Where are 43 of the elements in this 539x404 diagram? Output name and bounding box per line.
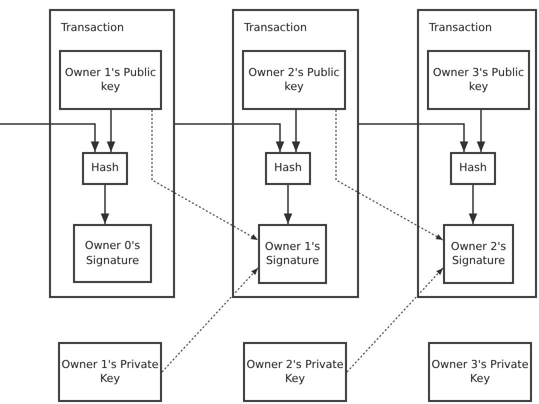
process-box	[73, 224, 152, 283]
arrow	[292, 110, 300, 152]
arrow	[0, 123, 100, 152]
process-box	[450, 152, 496, 185]
arrow	[476, 110, 486, 152]
dashed-arrow	[336, 110, 444, 240]
transaction-panel	[232, 9, 359, 298]
node-label: Owner 3's Private Key	[430, 358, 530, 386]
arrow	[284, 185, 292, 224]
process-box	[265, 152, 311, 185]
dashed-arrow	[346, 268, 444, 372]
arrow	[175, 123, 284, 152]
arrow	[359, 123, 468, 152]
node-label: Owner 3's Public key	[432, 66, 526, 94]
node-label: Hash	[459, 161, 487, 176]
transaction-panel	[49, 9, 175, 298]
dashed-arrow	[162, 268, 258, 372]
node-label: Owner 2's Signature	[450, 240, 508, 268]
node-label: Owner 1's Public key	[64, 66, 158, 94]
node-label: Owner 0's Signature	[84, 239, 142, 268]
node-label: Hash	[274, 161, 302, 176]
process-box	[258, 224, 327, 284]
process-box	[427, 50, 530, 110]
transaction-panel	[417, 9, 537, 298]
arrow	[468, 185, 478, 224]
process-box	[443, 224, 514, 284]
arrow	[100, 185, 110, 224]
node-label: Owner 2's Private Key	[245, 358, 344, 386]
process-box	[59, 50, 162, 110]
process-box	[243, 342, 347, 402]
process-box	[242, 50, 346, 110]
node-label: Owner 1's Signature	[264, 240, 322, 268]
panel-heading: Transaction	[429, 21, 492, 34]
panel-heading: Transaction	[244, 21, 307, 34]
arrow	[106, 110, 116, 152]
process-box	[428, 342, 532, 402]
node-label: Owner 2's Public key	[247, 66, 341, 94]
process-box	[58, 342, 162, 402]
dashed-arrow	[152, 110, 258, 240]
node-label: Hash	[91, 161, 119, 176]
node-label: Owner 1's Private Key	[60, 358, 160, 386]
panel-heading: Transaction	[61, 21, 124, 34]
process-box	[82, 152, 128, 185]
